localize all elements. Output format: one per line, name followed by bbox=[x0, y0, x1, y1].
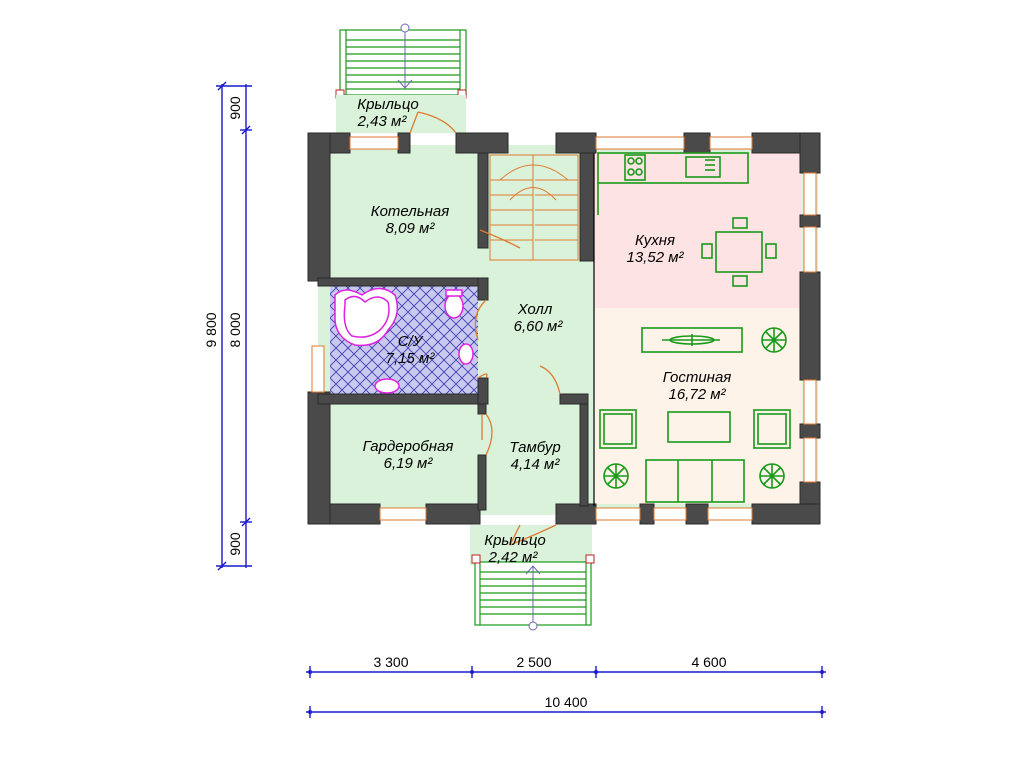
plant-icon bbox=[761, 327, 787, 353]
bathroom-fixtures bbox=[334, 287, 474, 394]
dim-bottom-total: 10 400 bbox=[545, 694, 588, 710]
bathroom-name: С/У bbox=[398, 333, 424, 350]
bathroom-area: 7,15 м² bbox=[386, 350, 436, 367]
toilet-icon bbox=[444, 293, 464, 319]
boiler-room-area: 8,09 м² bbox=[386, 220, 436, 237]
porch-top-name: Крыльцо bbox=[357, 96, 419, 113]
room-fills bbox=[318, 145, 818, 515]
tv-stand-icon bbox=[641, 327, 743, 353]
vestibule-name: Тамбур bbox=[509, 439, 560, 456]
armchair-icon bbox=[753, 409, 791, 449]
hall-name: Холл bbox=[517, 301, 553, 318]
porch-bottom-name: Крыльцо bbox=[484, 532, 546, 549]
living-room-name: Гостиная bbox=[663, 369, 732, 386]
plant-icon bbox=[603, 463, 629, 489]
armchair-icon bbox=[599, 409, 637, 449]
dim-bottom-3: 4 600 bbox=[691, 654, 726, 670]
boiler-room-name: Котельная bbox=[371, 203, 449, 220]
porch-bottom-area: 2,42 м² bbox=[488, 549, 539, 566]
dining-table-icon bbox=[715, 231, 763, 273]
vestibule-area: 4,14 м² bbox=[511, 456, 561, 473]
stove-icon bbox=[624, 154, 646, 181]
living-room-area: 16,72 м² bbox=[669, 386, 727, 403]
coffee-table-icon bbox=[667, 411, 731, 443]
wardrobe-name: Гардеробная bbox=[363, 438, 454, 455]
dim-left-inner: 8 000 bbox=[227, 312, 243, 347]
dim-left-bottom: 900 bbox=[227, 532, 243, 556]
bottom-dimensions: 3 300 2 500 4 600 10 400 bbox=[306, 654, 826, 718]
porch-top-area: 2,43 м² bbox=[357, 113, 408, 130]
bathtub-icon bbox=[334, 287, 399, 347]
left-dimensions: 9 800 8 000 900 900 bbox=[203, 81, 252, 571]
living-furniture bbox=[599, 327, 791, 503]
dim-bottom-2: 2 500 bbox=[516, 654, 551, 670]
kitchen-name: Кухня bbox=[635, 232, 675, 249]
inner-walls bbox=[317, 152, 595, 511]
sink-icon bbox=[374, 378, 400, 394]
windows bbox=[311, 136, 817, 521]
porch-top bbox=[335, 23, 467, 133]
sofa-icon bbox=[645, 459, 745, 503]
dim-bottom-1: 3 300 bbox=[373, 654, 408, 670]
hall-area: 6,60 м² bbox=[514, 318, 564, 335]
kitchen-area: 13,52 м² bbox=[627, 249, 685, 266]
porch-bottom bbox=[470, 525, 595, 631]
staircase bbox=[489, 154, 579, 261]
doors bbox=[409, 111, 561, 546]
wardrobe-area: 6,19 м² bbox=[384, 455, 434, 472]
sink-icon bbox=[685, 156, 721, 178]
room-labels: Крыльцо 2,43 м² Котельная 8,09 м² С/У 7,… bbox=[357, 96, 732, 566]
dim-left-top: 900 bbox=[227, 96, 243, 120]
plant-icon bbox=[759, 463, 785, 489]
dim-left-outer: 9 800 bbox=[203, 312, 219, 347]
kitchen-furniture bbox=[597, 152, 777, 287]
outer-walls bbox=[307, 132, 821, 525]
